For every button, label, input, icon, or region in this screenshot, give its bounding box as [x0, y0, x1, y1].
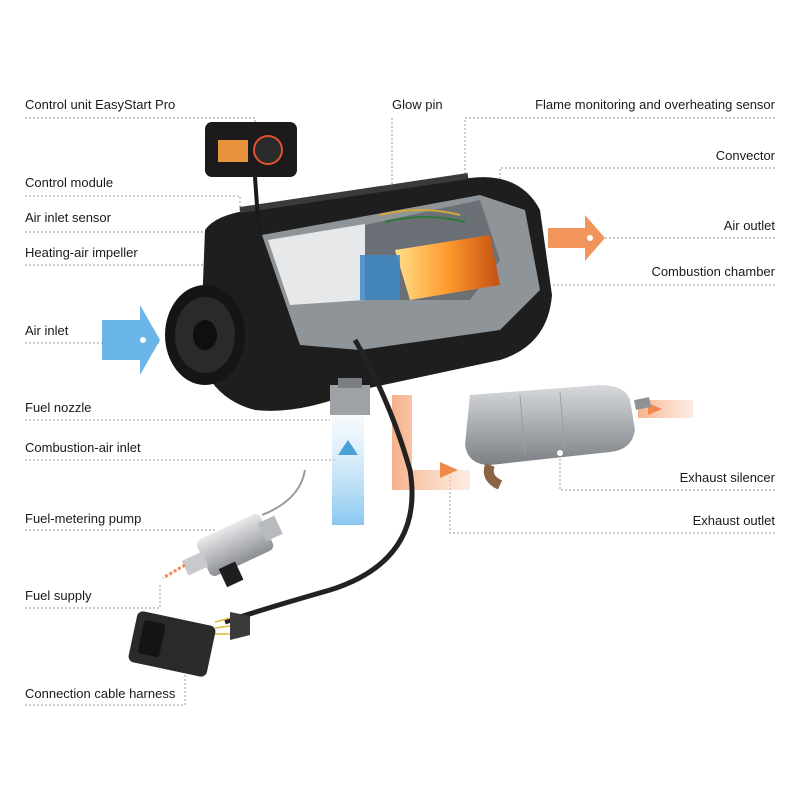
fuel-nozzle-fitting — [330, 378, 370, 415]
label-combustion-air-inlet: Combustion-air inlet — [25, 440, 141, 455]
label-air-inlet: Air inlet — [25, 323, 69, 338]
heater-inlet-fan — [165, 285, 245, 385]
label-control-unit: Control unit EasyStart Pro — [25, 97, 176, 112]
air-outlet-arrow — [548, 215, 605, 261]
heater-body — [200, 173, 552, 411]
label-flame-sensor: Flame monitoring and overheating sensor — [535, 97, 775, 112]
fuel-pump-graphic — [162, 469, 306, 588]
label-glow-pin: Glow pin — [392, 97, 443, 112]
label-fuel-nozzle: Fuel nozzle — [25, 400, 92, 415]
label-fuel-supply: Fuel supply — [25, 588, 92, 603]
label-air-outlet: Air outlet — [723, 218, 775, 233]
label-exhaust-silencer: Exhaust silencer — [679, 470, 775, 485]
label-heating-air-impeller: Heating-air impeller — [25, 245, 138, 260]
label-exhaust-outlet: Exhaust outlet — [692, 513, 775, 528]
label-control-module: Control module — [25, 175, 114, 190]
label-connection-cable-harness: Connection cable harness — [25, 686, 176, 701]
label-convector: Convector — [715, 148, 775, 163]
combustion-air-flow — [332, 415, 364, 525]
exhaust-silencer-graphic — [465, 385, 651, 490]
label-combustion-chamber: Combustion chamber — [651, 264, 775, 279]
control-unit-device — [205, 122, 297, 231]
label-fuel-metering-pump: Fuel-metering pump — [25, 511, 142, 526]
cable-harness-graphic — [128, 338, 415, 677]
air-inlet-arrow — [102, 305, 160, 375]
label-air-inlet-sensor: Air inlet sensor — [25, 210, 111, 225]
